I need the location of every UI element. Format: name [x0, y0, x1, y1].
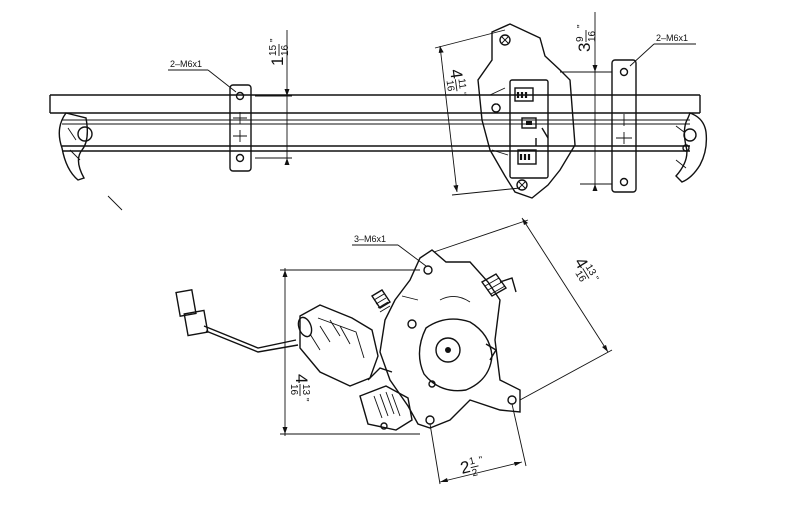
carrier-plate-height-dimension: 4 11 16 " — [434, 29, 521, 196]
motor-bottom-span-unit: " — [478, 455, 485, 467]
right-pulley — [675, 112, 708, 183]
motor-body — [297, 304, 379, 387]
carrier-plate-height-whole: 4 — [446, 68, 466, 80]
right-bracket-height-num: 9 — [575, 36, 586, 42]
guide-rail — [49, 94, 701, 152]
motor-mount-span-dimension: 4 13 16 " — [433, 217, 613, 401]
motor-mount-span-unit: " — [589, 275, 600, 284]
rail-bracket-height-dimension: 1 15 16 " — [255, 30, 292, 165]
left-bracket-callout-text: 2–M6x1 — [170, 59, 202, 69]
right-mounting-bracket — [611, 59, 637, 193]
leader-line — [107, 195, 123, 211]
spring-assembly-left — [371, 289, 391, 313]
motor-vertical-span-unit: " — [299, 398, 310, 402]
carrier-plate-height-unit: " — [456, 92, 467, 97]
motor-bottom-span-whole: 2 — [458, 457, 472, 478]
spring-assembly-right — [480, 273, 517, 297]
motor-mounts-callout: 3–M6x1 — [352, 234, 427, 267]
rail-bracket-height-whole: 1 — [268, 57, 287, 66]
right-bracket-height-whole: 3 — [575, 43, 594, 52]
motor-bottom-span-num: 1 — [468, 456, 476, 468]
left-bracket-callout: 2–M6x1 — [168, 59, 237, 93]
center-carrier-plate — [477, 23, 576, 199]
motor-vertical-span-den: 16 — [288, 384, 299, 396]
right-bracket-callout: 2–M6x1 — [629, 33, 696, 67]
motor-mounts-callout-text: 3–M6x1 — [354, 234, 386, 244]
left-mounting-bracket — [229, 84, 252, 172]
motor-vertical-span-num: 13 — [300, 384, 311, 396]
motor-bottom-span-dimension: 2 1 2 " — [429, 403, 527, 485]
left-pulley — [58, 112, 93, 181]
right-bracket-callout-text: 2–M6x1 — [656, 33, 688, 43]
right-bracket-height-dimension: 3 9 16 " — [560, 12, 612, 191]
rail-bracket-height-unit: " — [269, 38, 280, 42]
carrier-plate-height-num: 11 — [455, 78, 467, 90]
right-bracket-height-unit: " — [576, 24, 587, 28]
wire-connector — [175, 288, 299, 353]
lower-gearbox — [359, 367, 413, 431]
motor-bottom-span-den: 2 — [471, 467, 479, 479]
carrier-plate-height-den: 16 — [443, 79, 456, 92]
regulator-plate — [379, 249, 521, 429]
rail-bracket-height-num: 15 — [268, 44, 279, 56]
rail-bracket-height-den: 16 — [280, 44, 291, 56]
right-bracket-height-den: 16 — [587, 30, 598, 42]
gear-drum — [418, 318, 497, 392]
motor-vertical-span-whole: 4 — [292, 374, 311, 383]
motor-vertical-span-dimension: 4 13 16 " — [280, 268, 420, 436]
